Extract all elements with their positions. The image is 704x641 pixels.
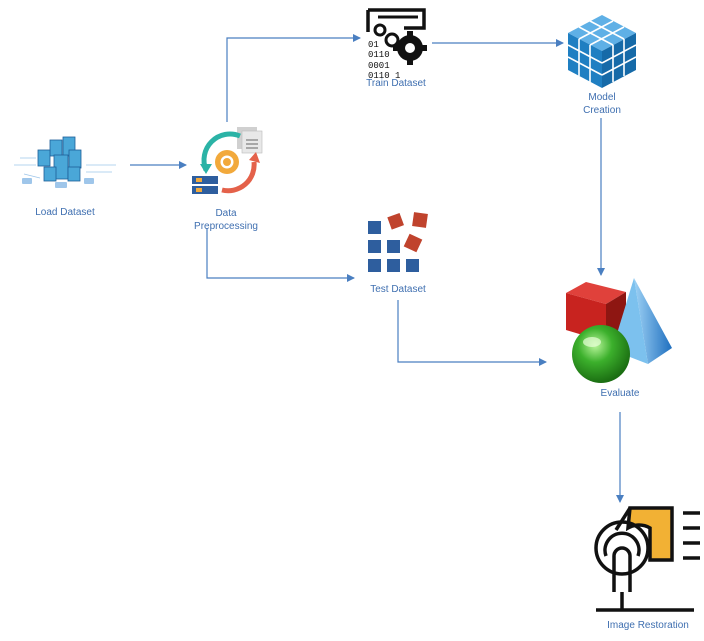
data-cycle-gear-icon <box>192 127 263 194</box>
data-preprocessing-label: Data Preprocessing <box>180 207 272 233</box>
data-preprocessing-label-line1: Data <box>215 208 237 219</box>
binary-row-4: 0110 1 <box>368 71 400 81</box>
arrow-preprocess-to-train <box>226 34 361 122</box>
cube-grid-icon <box>567 15 637 88</box>
model-creation-label-line1: Model <box>588 92 616 103</box>
evaluate-label: Evaluate <box>600 388 640 399</box>
model-creation-label-line2: Creation <box>583 105 621 116</box>
3d-shapes-icon <box>566 278 672 383</box>
test-dataset-label: Test Dataset <box>370 284 426 295</box>
binary-row-3: 0001 <box>368 61 390 71</box>
image-restoration-label: Image Restoration <box>607 620 689 631</box>
arrow-preprocess-to-test <box>206 228 355 282</box>
server-cluster-icon <box>14 136 116 188</box>
data-preprocessing-label-line2: Preprocessing <box>194 221 258 232</box>
connectors <box>130 34 624 503</box>
binary-row-2: 0110 <box>368 50 390 60</box>
model-creation-label: Model Creation <box>556 91 648 117</box>
load-dataset-label: Load Dataset <box>35 207 95 218</box>
binary-row-1: 01 <box>368 40 379 50</box>
arrow-test-to-evaluate <box>397 300 547 366</box>
binary-gears-icon: 01 0110 0001 0110 1 <box>366 8 427 81</box>
train-dataset-label: Train Dataset <box>366 78 426 89</box>
fingerprint-scan-icon <box>594 506 700 612</box>
tile-grid-icon <box>368 212 428 272</box>
